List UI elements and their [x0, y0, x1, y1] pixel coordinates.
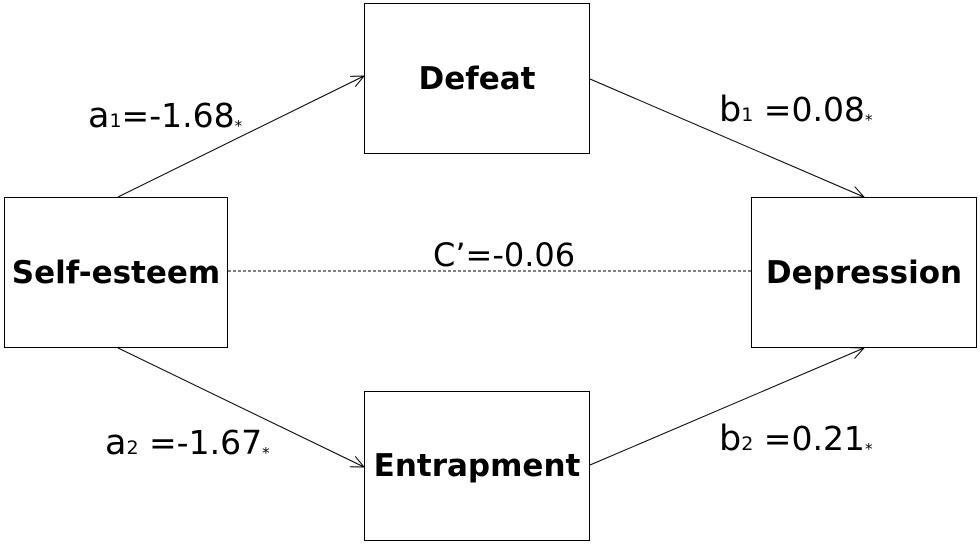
coef-b1-value: =0.08	[753, 90, 865, 129]
arrow-a2	[117, 347, 364, 467]
node-defeat: Defeat	[364, 3, 590, 154]
coef-b1-subscript: 1	[741, 104, 754, 126]
coef-a2-symbol: a	[105, 423, 127, 463]
coef-b2-symbol: b	[719, 419, 742, 459]
node-entrapment: Entrapment	[364, 391, 590, 541]
coef-b2-value: =0.21	[753, 419, 865, 458]
coef-b1-significance: *	[864, 111, 873, 129]
coef-b1-label: b1 =0.08*	[719, 93, 872, 128]
arrow-a1	[117, 76, 364, 198]
coef-c-prime-label: C’=-0.06	[433, 236, 576, 274]
node-self-esteem-label: Self-esteem	[11, 254, 221, 291]
coef-a2-significance: *	[262, 444, 270, 462]
coef-a1-label: a1=-1.68*	[88, 99, 242, 134]
node-depression: Depression	[751, 197, 977, 348]
coef-b2-subscript: 2	[741, 433, 754, 455]
arrow-b2	[589, 348, 864, 466]
coef-a1-value: =-1.68	[121, 96, 235, 135]
arrow-b1	[589, 78, 864, 197]
node-defeat-label: Defeat	[418, 60, 536, 97]
coef-a2-label: a2 =-1.67*	[105, 426, 270, 461]
coef-a1-significance: *	[234, 117, 243, 135]
coef-b1-symbol: b	[719, 90, 742, 130]
coef-a1-symbol: a	[88, 96, 110, 136]
coef-a2-value: =-1.67	[138, 423, 263, 462]
coef-a1-subscript: 1	[109, 110, 122, 132]
coef-a2-subscript: 2	[126, 437, 139, 459]
node-self-esteem: Self-esteem	[4, 197, 228, 348]
node-depression-label: Depression	[765, 254, 963, 291]
node-entrapment-label: Entrapment	[373, 448, 581, 484]
coef-b2-significance: *	[864, 440, 873, 458]
coef-b2-label: b2 =0.21*	[719, 422, 872, 457]
